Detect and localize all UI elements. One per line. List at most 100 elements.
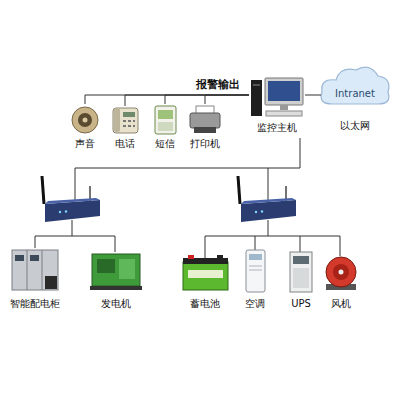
phone-display [123,112,135,117]
phone-icon [113,108,138,133]
key [123,120,126,122]
fan-housing [326,257,356,287]
cabinet-seam [42,250,43,290]
fan-inlet [333,264,349,280]
power-cabinet-icon [12,250,58,290]
aircon-grille [249,266,262,267]
network-cloud: Intranet 以太网 [321,62,389,132]
tower [251,80,262,116]
generator-body [92,254,140,286]
generator-panel [119,259,135,279]
ups-panel [293,256,309,264]
device-label: 发电机 [101,298,131,310]
ups-front [293,268,309,288]
device-label: 监控主机 [257,122,297,134]
device-label: 蓄电池 [190,298,220,310]
fan: 风机 [325,256,357,310]
ups: UPS [288,252,314,310]
tower-bay [253,84,260,86]
meter [30,255,39,261]
device-label: UPS [291,298,311,310]
phone-keys [123,120,135,127]
ups-body [290,252,312,292]
led [65,210,67,212]
led [261,210,263,212]
cloud-label: Intranet [335,88,375,100]
led [255,211,257,213]
monitor-stand [280,105,288,110]
speaker-cone [78,113,92,127]
antenna [238,176,240,204]
aircon-icon [246,250,265,292]
ups-icon [290,252,312,292]
network-wiring [35,138,340,258]
alarm-output-label: 报警输出 [195,78,241,91]
key [128,120,131,122]
device-bus [205,220,340,258]
alarm-line [305,95,321,96]
key [128,125,131,127]
printer-icon [190,106,220,133]
host-computer-icon [251,78,303,116]
fan-icon [326,257,356,290]
sms-body [155,106,176,134]
sms-screen [158,110,173,119]
device-label: 智能配电柜 [10,298,60,310]
printer-device: 打印机 [188,104,222,150]
monitor [265,78,303,105]
device-label: 电话 [115,138,135,150]
aircon-vent [249,254,262,260]
battery-icon [183,255,228,290]
key [123,125,126,127]
cabinet-seam [27,250,28,290]
cloud-shape [321,67,389,104]
generator: 发电机 [90,252,142,310]
monitor-host: 监控主机 [249,75,305,134]
printer-body [190,113,220,128]
device-label: 打印机 [190,138,220,150]
generator-engine [97,259,115,273]
phone-handset [114,108,120,132]
sms-device: 短信 [153,104,177,150]
keyboard [266,111,302,116]
phone-body [113,108,138,133]
speaker-icon [72,107,98,133]
device-label: 空调 [245,298,265,310]
air-conditioner: 空调 [243,250,267,310]
key [133,120,135,122]
aircon-body [246,250,265,292]
speaker-body [72,107,98,133]
router-icon [238,176,296,222]
led [59,211,61,213]
cabinet [12,250,58,290]
device-label: 短信 [155,138,175,150]
power-cabinet: 智能配电柜 [8,248,62,310]
router-top [241,198,296,204]
sms-icon [155,106,176,134]
cloud-outline [321,67,389,104]
device-label: 声音 [75,138,95,150]
meter-unit [45,276,57,289]
printer-tray [194,127,216,133]
fan-hub [339,270,344,275]
alarm-line [85,95,249,104]
router-icon [42,176,100,222]
device-label: 以太网 [340,120,370,132]
sms-keypad [158,122,173,131]
battery-body [183,262,228,290]
key [133,125,135,127]
terminal [188,255,194,259]
alarm-line [125,95,249,106]
device-bus [35,220,115,252]
meter [15,255,24,261]
terminal [217,255,223,259]
monitor-screen [268,81,300,101]
ethernet-line [75,138,300,200]
ethernet-line [268,168,269,200]
alarm-line [205,95,249,104]
aircon-grille [249,270,262,271]
generator-icon [90,254,142,290]
